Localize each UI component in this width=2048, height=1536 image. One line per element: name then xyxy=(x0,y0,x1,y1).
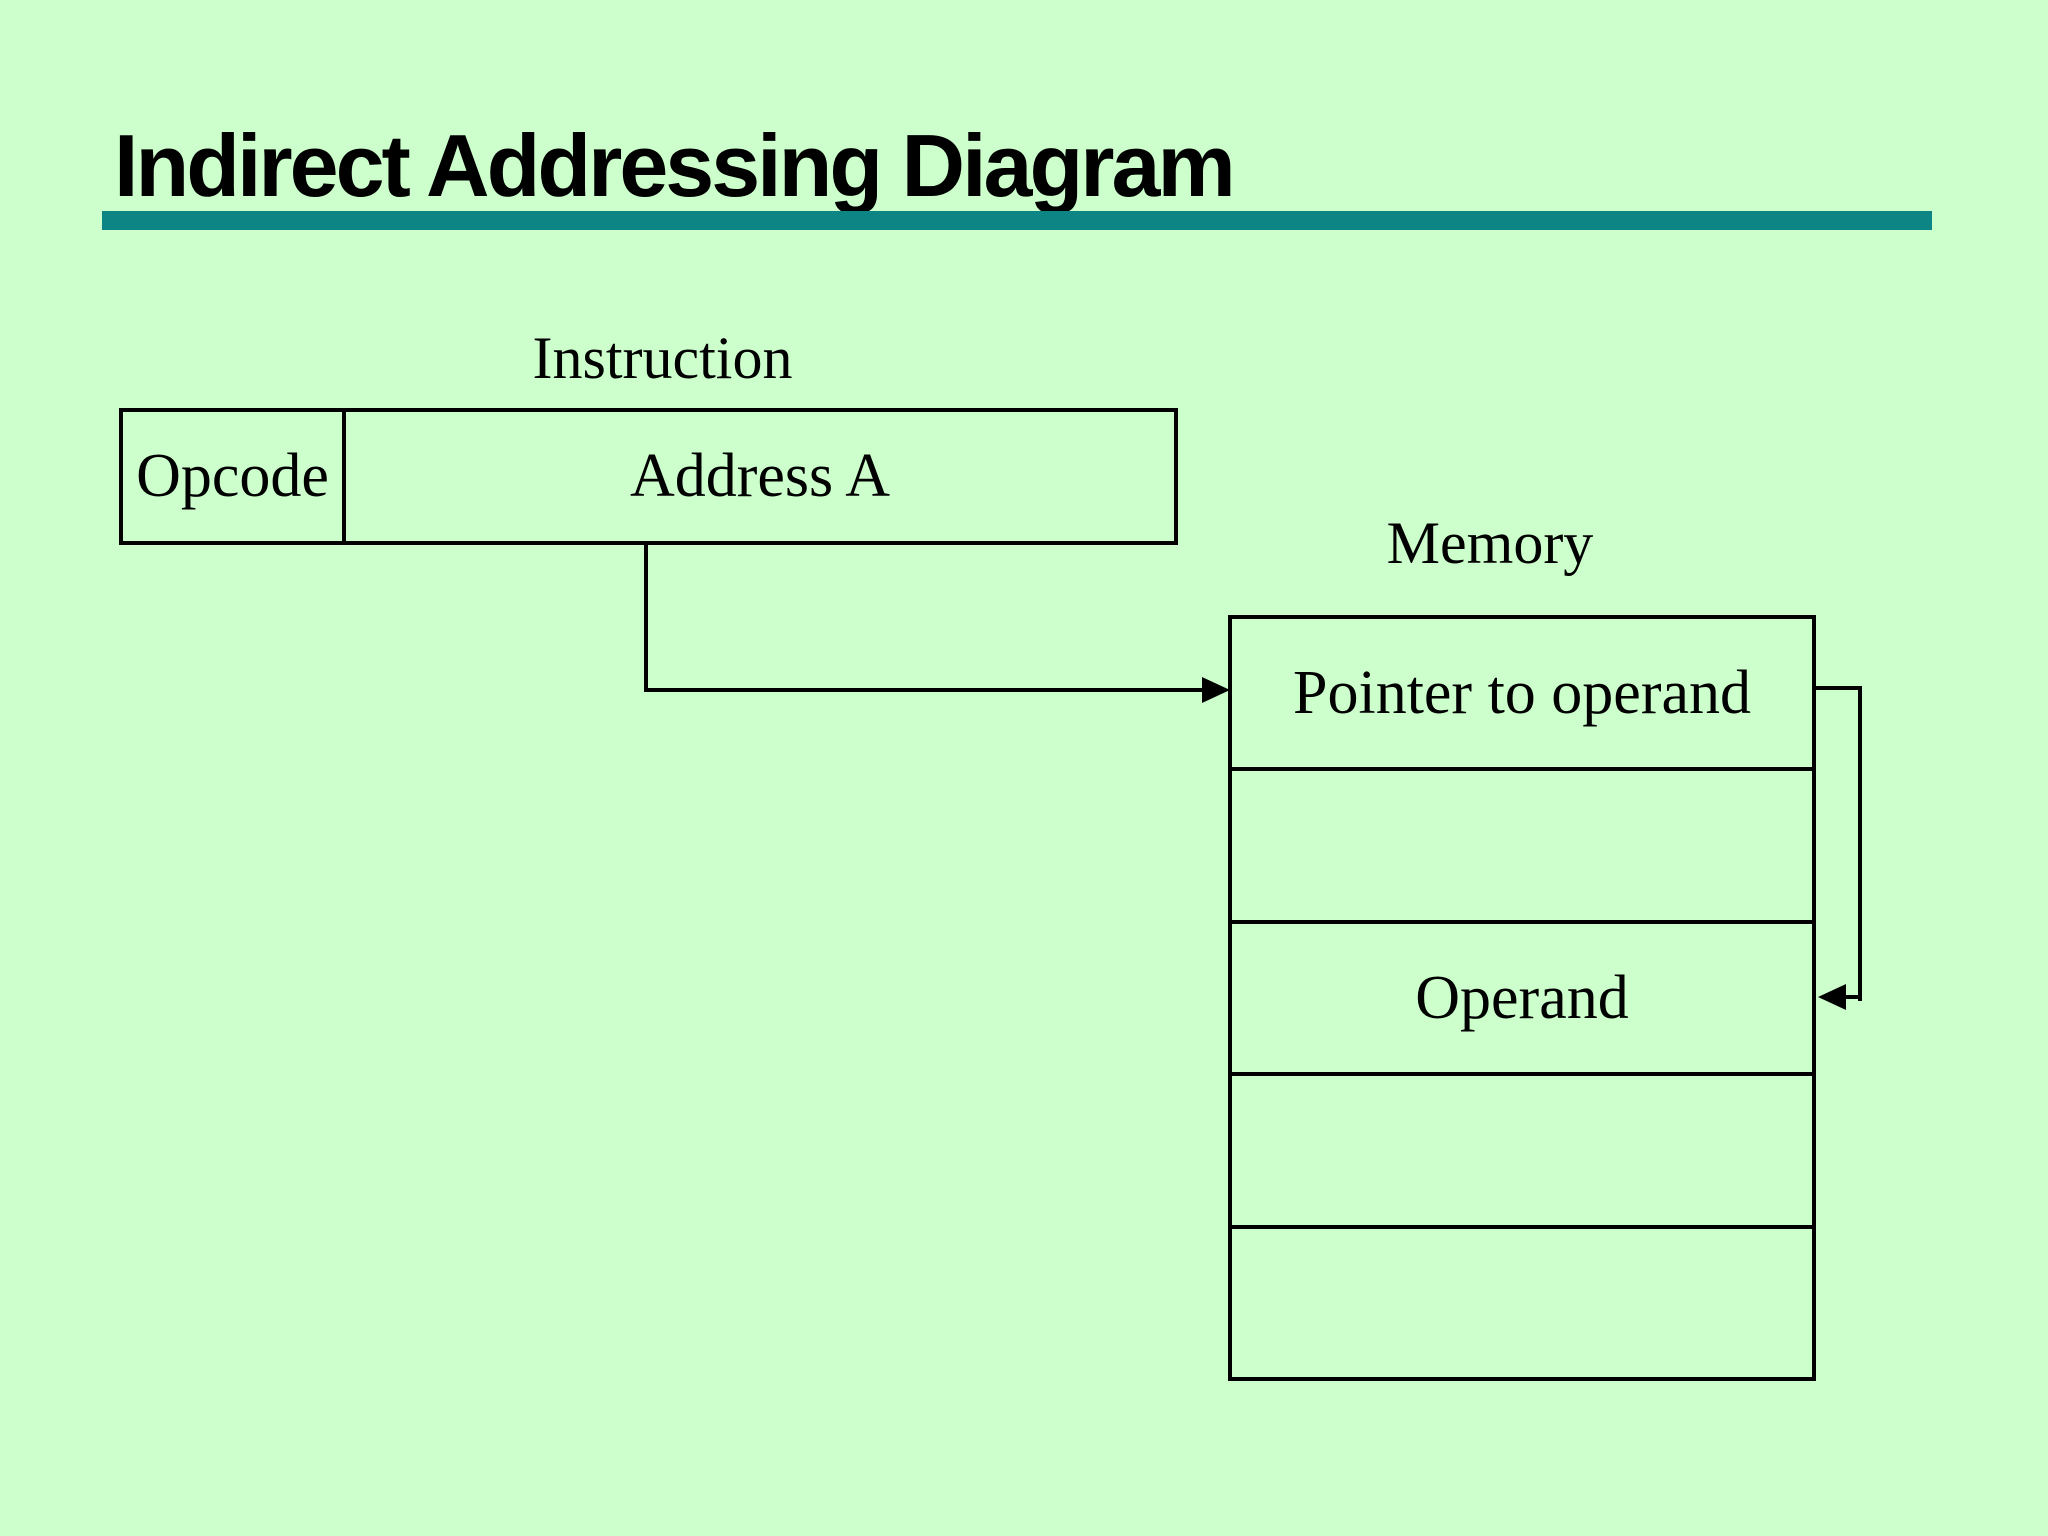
address-a-cell: Address A xyxy=(629,442,891,510)
title-underline xyxy=(102,211,1932,230)
instruction-box: Opcode Address A xyxy=(119,408,1178,545)
memory-label: Memory xyxy=(1386,510,1594,576)
memory-row-empty-2 xyxy=(1232,1076,1812,1229)
instruction-label: Instruction xyxy=(532,325,793,391)
memory-row-pointer: Pointer to operand xyxy=(1232,619,1812,772)
address-arrow-horizontal-line xyxy=(644,688,1204,692)
pointer-loop-vertical-line xyxy=(1858,686,1862,1001)
memory-box: Pointer to operand Operand xyxy=(1228,615,1816,1381)
address-arrow-vertical-line xyxy=(644,545,648,692)
memory-row-empty-1 xyxy=(1232,771,1812,924)
pointer-loop-top-line xyxy=(1814,686,1862,690)
opcode-cell: Opcode xyxy=(123,412,346,541)
slide-title: Indirect Addressing Diagram xyxy=(114,116,1236,215)
pointer-loop-bottom-line xyxy=(1842,995,1862,999)
memory-row-empty-3 xyxy=(1232,1229,1812,1377)
arrowhead-left-icon xyxy=(1818,984,1846,1010)
arrowhead-right-icon xyxy=(1202,677,1230,703)
memory-row-operand: Operand xyxy=(1232,924,1812,1077)
